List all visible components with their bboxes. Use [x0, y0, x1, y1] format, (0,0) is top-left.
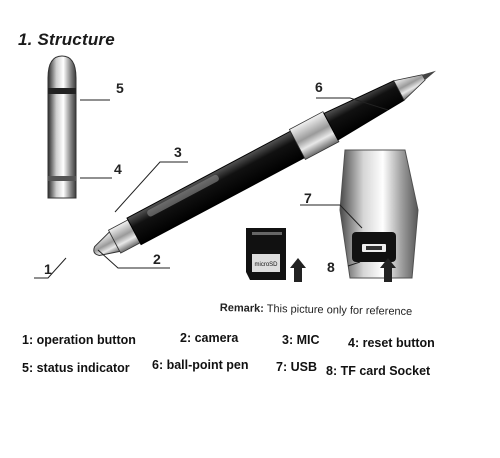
leader-lines: [34, 97, 389, 279]
legend-item-ball-point-pen: 6: ball-point pen: [152, 358, 249, 372]
page-title: 1. Structure: [18, 30, 115, 49]
tf-card: microSD: [246, 228, 286, 280]
callout-5: 5: [116, 80, 124, 96]
legend-item-usb: 7: USB: [276, 360, 317, 374]
legend-item-reset-button: 4: reset button: [348, 336, 435, 350]
callout-4: 4: [114, 161, 122, 177]
callout-7: 7: [304, 190, 312, 206]
legend-item-mic: 3: MIC: [282, 333, 320, 347]
usb-end: [339, 149, 419, 279]
callout-8: 8: [327, 259, 335, 275]
callout-3: 3: [174, 144, 182, 160]
legend-item-status-indicator: 5: status indicator: [22, 361, 130, 375]
legend-item-tf-card-socket: 8: TF card Socket: [326, 364, 431, 378]
arrow-up-icon: [380, 258, 396, 282]
callout-1: 1: [44, 261, 52, 277]
legend-item-operation-button: 1: operation button: [22, 333, 136, 347]
pen-body: [93, 70, 437, 256]
callout-2: 2: [153, 251, 161, 267]
legend-item-camera: 2: camera: [180, 331, 239, 345]
sdcard-label: microSD: [254, 262, 278, 268]
callout-6: 6: [315, 79, 323, 95]
arrow-up-icon: [290, 258, 306, 282]
remark-label: Remark:: [219, 302, 265, 315]
pen-cap: [47, 55, 77, 199]
